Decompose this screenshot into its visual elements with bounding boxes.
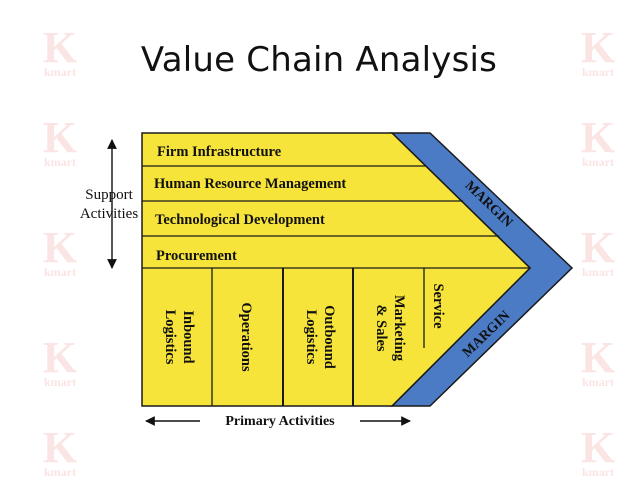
primary-activity-label: Outbound xyxy=(321,305,337,369)
kmart-logo-word: kmart xyxy=(44,265,76,279)
primary-activities-label: Primary Activities xyxy=(200,414,360,430)
kmart-logo-watermark: K kmart xyxy=(581,423,615,478)
kmart-logo-watermark: K kmart xyxy=(43,333,77,389)
primary-activity-label: Service xyxy=(430,283,446,329)
primary-activity-label: Marketing xyxy=(391,295,407,362)
slide-title: Value Chain Analysis xyxy=(140,40,498,80)
support-activities-label: Support Activities xyxy=(66,186,152,224)
kmart-logo-letter: K xyxy=(43,223,77,272)
kmart-logo-watermark: K kmart xyxy=(43,423,77,478)
kmart-logo-letter: K xyxy=(43,333,77,382)
kmart-logo-letter: K xyxy=(43,423,77,472)
support-activity-technological-development: Technological Development xyxy=(155,212,325,228)
primary-activity-outbound-logistics: Outbound Logistics xyxy=(303,305,337,369)
kmart-logo-word: kmart xyxy=(582,155,614,169)
kmart-logo-word: kmart xyxy=(44,465,76,478)
kmart-logo-watermark: K kmart xyxy=(581,223,615,279)
primary-activity-label: Logistics xyxy=(162,310,178,365)
kmart-logo-watermark: K kmart xyxy=(581,23,615,79)
primary-activity-inbound-logistics: Inbound Logistics xyxy=(162,310,196,365)
kmart-logo-letter: K xyxy=(581,23,615,72)
kmart-logo-watermark: K kmart xyxy=(581,333,615,389)
primary-activity-marketing-sales: Marketing & Sales xyxy=(373,295,407,362)
kmart-logo-word: kmart xyxy=(582,65,614,79)
primary-activity-label: Logistics xyxy=(303,310,319,365)
primary-activity-label: Inbound xyxy=(180,310,196,363)
kmart-logo-word: kmart xyxy=(582,465,614,478)
support-label-line2: Activities xyxy=(79,206,139,222)
kmart-logo-watermark: K kmart xyxy=(43,23,77,79)
kmart-logo-letter: K xyxy=(581,423,615,472)
primary-activity-label: & Sales xyxy=(373,304,389,351)
kmart-logo-letter: K xyxy=(581,113,615,162)
kmart-logo-watermark: K kmart xyxy=(43,223,77,279)
support-activity-hr-management: Human Resource Management xyxy=(154,176,346,192)
kmart-logo-letter: K xyxy=(581,333,615,382)
kmart-logo-letter: K xyxy=(43,113,77,162)
support-activity-procurement: Procurement xyxy=(156,248,237,264)
primary-activity-label: Operations xyxy=(238,302,254,372)
kmart-logo-word: kmart xyxy=(582,375,614,389)
kmart-logo-letter: K xyxy=(43,23,77,72)
kmart-logo-watermark: K kmart xyxy=(43,113,77,169)
kmart-logo-letter: K xyxy=(581,223,615,272)
kmart-logo-word: kmart xyxy=(44,155,76,169)
support-activity-firm-infrastructure: Firm Infrastructure xyxy=(157,144,282,160)
primary-activity-service: Service xyxy=(430,283,446,329)
primary-activity-operations: Operations xyxy=(238,302,254,372)
kmart-logo-word: kmart xyxy=(44,65,76,79)
kmart-logo-watermark: K kmart xyxy=(581,113,615,169)
kmart-logo-word: kmart xyxy=(582,265,614,279)
support-label-line1: Support xyxy=(85,187,133,203)
kmart-logo-word: kmart xyxy=(44,375,76,389)
